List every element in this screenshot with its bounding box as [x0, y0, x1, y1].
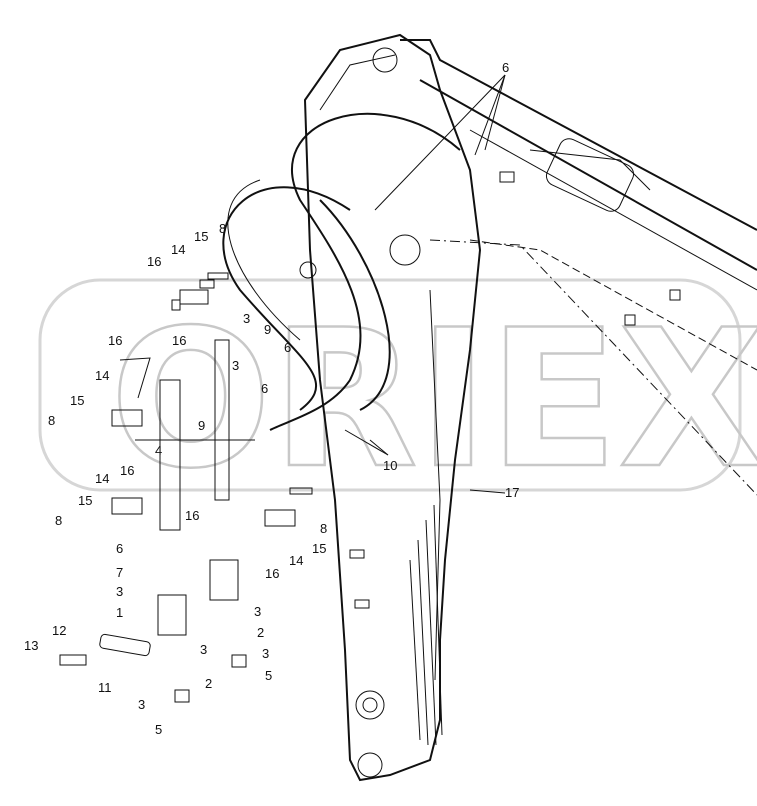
- nut-5b: [231, 654, 247, 668]
- pipe-right: [214, 339, 230, 501]
- block-right: [209, 559, 239, 601]
- callout-15: 15: [78, 493, 92, 508]
- callout-8: 8: [48, 413, 55, 428]
- callout-5: 5: [265, 668, 272, 683]
- callout-8: 8: [55, 513, 62, 528]
- nut-5a: [174, 689, 190, 703]
- callout-3: 3: [200, 642, 207, 657]
- callout-labels: 6 8 15 14 16 3 9 16 6 16 14 3 6 9 15 8 4…: [24, 60, 519, 737]
- callout-14: 14: [95, 368, 109, 383]
- callout-7: 7: [116, 565, 123, 580]
- callout-14: 14: [95, 471, 109, 486]
- callout-11: 11: [98, 680, 112, 695]
- clamp-14b: [111, 409, 143, 427]
- callout-3: 3: [138, 697, 145, 712]
- bolt-13: [59, 654, 87, 666]
- clamp-14c: [111, 497, 143, 515]
- callout-14: 14: [289, 553, 303, 568]
- callout-3: 3: [116, 584, 123, 599]
- callout-14: 14: [171, 242, 185, 257]
- callout-3: 3: [254, 604, 261, 619]
- callout-6: 6: [284, 340, 291, 355]
- callout-6: 6: [261, 381, 268, 396]
- watermark-text: ORIEX: [110, 289, 757, 510]
- pipe-left: [159, 379, 181, 531]
- callout-10: 10: [383, 458, 397, 473]
- block-1: [157, 594, 187, 636]
- callout-9: 9: [198, 418, 205, 433]
- callout-17: 17: [505, 485, 519, 500]
- boom-cylinder: [400, 39, 757, 496]
- callout-6: 6: [502, 60, 509, 75]
- callout-16: 16: [147, 254, 161, 269]
- clamp-14d: [264, 509, 296, 527]
- callout-2: 2: [205, 676, 212, 691]
- callout-2: 2: [257, 625, 264, 640]
- leader-lines: [119, 74, 506, 494]
- hydraulic-hoses: [222, 113, 461, 431]
- callout-3: 3: [243, 311, 250, 326]
- bolt-8a: [207, 272, 229, 280]
- callout-12: 12: [52, 623, 66, 638]
- callout-8: 8: [320, 521, 327, 536]
- callout-15: 15: [194, 229, 208, 244]
- watermark: ORIEX: [38, 278, 757, 511]
- clamp-16a: [171, 299, 181, 311]
- bar-11: [99, 633, 151, 657]
- callout-15: 15: [312, 541, 326, 556]
- callout-16: 16: [185, 508, 199, 523]
- callout-16: 16: [172, 333, 186, 348]
- callout-3: 3: [232, 358, 239, 373]
- callout-1: 1: [116, 605, 123, 620]
- stick-arm: [299, 33, 482, 782]
- fitting-parts: [59, 272, 313, 703]
- callout-3: 3: [262, 646, 269, 661]
- washer-15a: [199, 279, 215, 289]
- callout-16: 16: [265, 566, 279, 581]
- callout-9: 9: [264, 322, 271, 337]
- callout-4: 4: [155, 443, 162, 458]
- callout-8: 8: [219, 221, 226, 236]
- bolt-8c: [289, 487, 313, 495]
- callout-6: 6: [116, 541, 123, 556]
- clamp-14a: [179, 289, 209, 305]
- callout-15: 15: [70, 393, 84, 408]
- callout-16: 16: [120, 463, 134, 478]
- callout-16: 16: [108, 333, 122, 348]
- callout-13: 13: [24, 638, 38, 653]
- callout-5: 5: [155, 722, 162, 737]
